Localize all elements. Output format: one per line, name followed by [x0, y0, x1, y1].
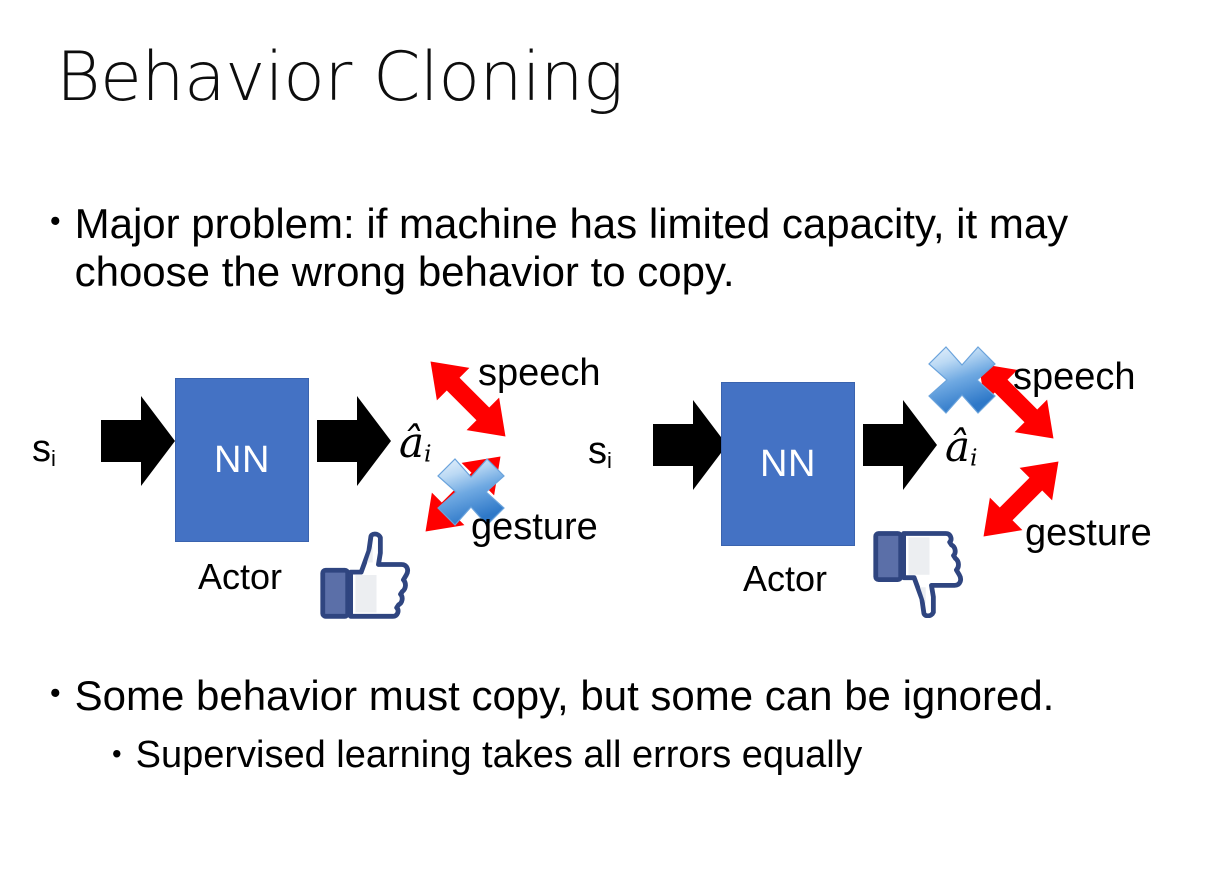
bullet-top-text: Major problem: if machine has limited ca…: [74, 200, 1069, 295]
bullet-marker-icon: •: [112, 737, 122, 769]
actor-caption-left: Actor: [198, 556, 283, 597]
input-state-subscript: i: [51, 445, 56, 471]
nn-box-right: NN: [721, 382, 855, 546]
thumbs-up-icon: [317, 528, 413, 624]
bullet-bottom-level1-text: Some behavior must copy, but some can be…: [74, 672, 1055, 719]
output-action-label-right: âi: [945, 426, 978, 470]
input-state-subscript: i: [607, 447, 612, 473]
branch-arrow-gesture-right: [962, 440, 1080, 558]
branch-arrow-speech-right: [957, 342, 1075, 460]
bullet-marker-icon: •: [50, 677, 61, 711]
input-state-symbol: s: [32, 428, 51, 470]
branch-label-gesture-left: gesture: [471, 506, 598, 548]
output-action-subscript: i: [424, 439, 432, 468]
actor-caption-right: Actor: [743, 558, 828, 599]
input-state-label-left: si: [32, 428, 56, 472]
nn-box-left: NN: [175, 378, 309, 542]
diagram-right: si NN Actor âi: [570, 330, 1170, 640]
branch-label-speech-right: speech: [1013, 356, 1136, 398]
output-action-symbol: â: [945, 422, 971, 471]
bullet-top: • Major problem: if machine has limited …: [50, 200, 1140, 296]
flow-arrow-output-right: [863, 396, 937, 494]
input-state-label-right: si: [588, 430, 612, 474]
output-action-subscript: i: [970, 443, 978, 472]
flow-arrow-input-right: [653, 396, 727, 494]
flow-arrow-output-left: [317, 392, 391, 490]
branch-label-speech-left: speech: [478, 352, 601, 394]
thumbs-down-icon: [870, 522, 966, 618]
branch-label-gesture-right: gesture: [1025, 512, 1152, 554]
diagram-left: si NN Actor âi: [14, 330, 614, 640]
output-action-symbol: â: [399, 418, 425, 467]
bullet-bottom-level1: • Some behavior must copy, but some can …: [50, 672, 1160, 720]
bullet-marker-icon: •: [50, 205, 61, 239]
nn-box-label: NN: [214, 438, 270, 481]
nn-box-label: NN: [760, 442, 816, 485]
bullet-bottom-level2: • Supervised learning takes all errors e…: [112, 734, 1162, 777]
output-action-label-left: âi: [399, 422, 432, 466]
page-title: Behavior Cloning: [56, 38, 624, 117]
flow-arrow-input-left: [101, 392, 175, 490]
input-state-symbol: s: [588, 430, 607, 472]
cross-marker-speech-right: [925, 343, 999, 417]
cross-marker-gesture-left: [434, 455, 508, 529]
branch-arrow-speech-left: [409, 340, 527, 458]
bullet-bottom-level2-text: Supervised learning takes all errors equ…: [135, 734, 863, 776]
